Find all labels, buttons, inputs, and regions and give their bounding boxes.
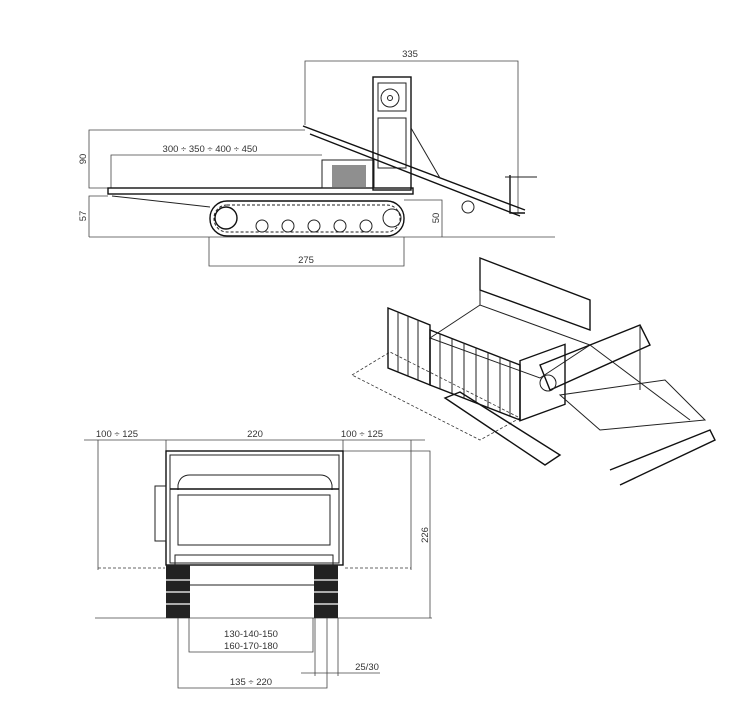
label-load-height: 90 (78, 154, 89, 165)
iso-engine (519, 343, 566, 422)
label-track-width: 25/30 (355, 662, 379, 673)
dim-bed-height (88, 195, 108, 237)
label-right-extension: 100 ÷ 125 (341, 429, 383, 440)
label-bed-length: 300 ÷ 350 ÷ 400 ÷ 450 (163, 144, 258, 155)
dim-overall-length (304, 60, 519, 213)
handle-bar (177, 474, 333, 490)
isometric-view (351, 256, 716, 486)
side-box (154, 485, 167, 542)
label-track-length: 275 (298, 255, 314, 266)
cargo-bed (107, 187, 414, 195)
iso-rear-gate (387, 306, 431, 387)
drive-sprocket (214, 206, 238, 230)
roller (174, 554, 334, 586)
label-height: 226 (420, 527, 431, 543)
label-width: 220 (247, 429, 263, 440)
label-inner-width-1: 130-140-150 (224, 629, 278, 640)
crawler-track (209, 200, 405, 237)
engine-block (321, 159, 375, 189)
front-view (84, 439, 432, 689)
iso-conveyor-end (609, 429, 716, 486)
bed-extension-outline (351, 351, 521, 441)
side-view (88, 60, 555, 267)
label-overall-length: 335 (402, 49, 418, 60)
bed-support (111, 195, 211, 208)
dim-track-length (208, 237, 405, 267)
dim-height (343, 450, 431, 618)
iso-tower (539, 324, 651, 391)
label-inner-width-2: 160-170-180 (224, 641, 278, 652)
dim-bed-length (110, 154, 322, 188)
iso-front-gate (479, 256, 591, 331)
front-frame (165, 450, 344, 566)
label-track-height: 50 (431, 213, 442, 224)
dim-track-height (404, 199, 443, 237)
conveyor-end-frame (509, 175, 525, 214)
dim-inner-width (188, 618, 314, 653)
dim-track-gauge (177, 618, 328, 689)
label-bed-height: 57 (78, 211, 89, 222)
dim-load-height (88, 129, 305, 189)
conveyor (302, 125, 526, 211)
iso-side-wall (429, 328, 521, 422)
elevator-tower (372, 76, 412, 191)
label-track-gauge: 135 ÷ 220 (230, 677, 272, 688)
iso-crawler-track (443, 391, 562, 466)
iso-conveyor (558, 379, 707, 431)
label-left-extension: 100 ÷ 125 (96, 429, 138, 440)
